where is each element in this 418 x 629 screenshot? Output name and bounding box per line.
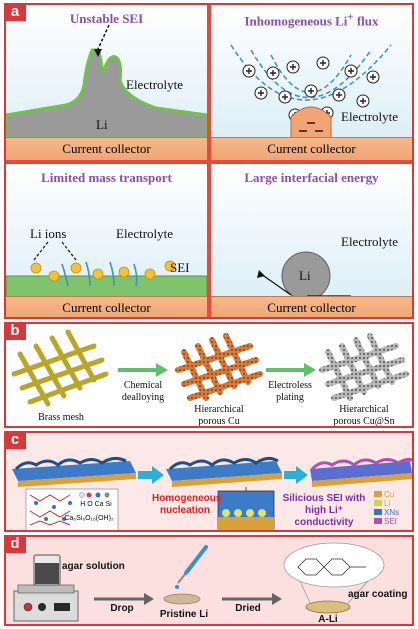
legend-li: Li (384, 499, 391, 508)
q3-title: Limited mass transport (41, 170, 172, 185)
legend-xns: XNs (384, 508, 400, 517)
atoms-legend-label: H O Ca Si (80, 501, 112, 508)
panel-c-drawing (12, 456, 412, 530)
q3-collector: Current collector (6, 296, 207, 317)
pristine-li-label: Pristine Li (159, 609, 209, 620)
crystal-structure-box (25, 488, 119, 530)
pristine-li-disc (163, 593, 201, 605)
q4-title: Large interfacial energy (244, 170, 379, 185)
q3-electrolyte-label: Electrolyte (116, 226, 174, 241)
arrow-c1 (138, 466, 164, 484)
q3-drawing (6, 241, 207, 298)
crack-arrow (97, 24, 110, 50)
q2-title: Inhomogeneous Li+ flux (244, 11, 379, 29)
substrate-1 (12, 456, 136, 487)
q4-collector: Current collector (211, 296, 412, 317)
sei-layer (6, 275, 207, 298)
quad-mass-transport: Limited mass transport Li ions Electroly… (6, 164, 207, 317)
panel-d-drawing (13, 542, 385, 622)
q3-sei-label: SEI (170, 260, 190, 275)
crack-arrow-head (94, 49, 102, 57)
porous-cusn-mesh (319, 333, 409, 401)
panel-a-badge: a (6, 5, 26, 21)
pipette-icon (175, 545, 208, 589)
li-ion-particles (30, 260, 176, 282)
arrow-c2 (284, 466, 308, 484)
panel-d: d agar solution Drop Pristi (4, 535, 414, 626)
drop-label: Drop (110, 603, 134, 614)
panel-b-badge: b (6, 324, 26, 340)
panel-d-badge: d (6, 537, 26, 553)
li-metal-uneven (6, 48, 207, 140)
agar-solution-label: agar solution (62, 561, 125, 572)
agar-coating-label: agar coating (348, 589, 408, 600)
substrate-3 (310, 457, 412, 487)
ali-disc (305, 600, 351, 614)
q1-drawing (6, 24, 207, 140)
dried-label: Dried (235, 603, 261, 614)
q4-electrolyte-label: Electrolyte (341, 234, 399, 249)
brass-mesh (11, 329, 109, 407)
substrate-2 (166, 456, 282, 487)
q2-drawing (230, 44, 392, 139)
panel-c-badge: c (6, 433, 26, 449)
panel-b-drawing (11, 329, 409, 407)
ion-arrows (61, 261, 138, 287)
quad-inhomogeneous-flux: Inhomogeneous Li+ flux Elect (211, 5, 412, 160)
panel-b: b (4, 322, 414, 428)
panel-c: c (4, 431, 414, 532)
q1-title: Unstable SEI (69, 11, 144, 26)
q3-li-ions-label: Li ions (30, 226, 67, 241)
formula-label: Ca₅Si₆O₁₆(OH)₂ (64, 515, 114, 522)
q2-electrolyte-label: Electrolyte (341, 109, 399, 124)
panel-a: a Unstable SEI Electrolyte Li Current co… (4, 3, 414, 319)
brass-label: Brass mesh (38, 412, 84, 423)
ali-label: A-Li (318, 614, 338, 625)
q1-electrolyte-label: Electrolyte (126, 77, 184, 92)
q1-collector: Current collector (6, 137, 207, 160)
q4-li-label: Li (299, 268, 311, 283)
q1-li-label: Li (96, 117, 108, 132)
agar-structure-zoom (283, 542, 385, 588)
legend-cu: Cu (384, 490, 395, 499)
contact-angle-line (260, 273, 292, 296)
q2-collector: Current collector (211, 137, 412, 160)
quad-unstable-sei: Unstable SEI Electrolyte Li Current coll… (6, 5, 207, 160)
porous-cu-mesh (175, 333, 263, 401)
quad-interfacial-energy: Large interfacial energy Electrolyte Li … (211, 164, 412, 317)
legend-sei: SEI (384, 517, 397, 526)
